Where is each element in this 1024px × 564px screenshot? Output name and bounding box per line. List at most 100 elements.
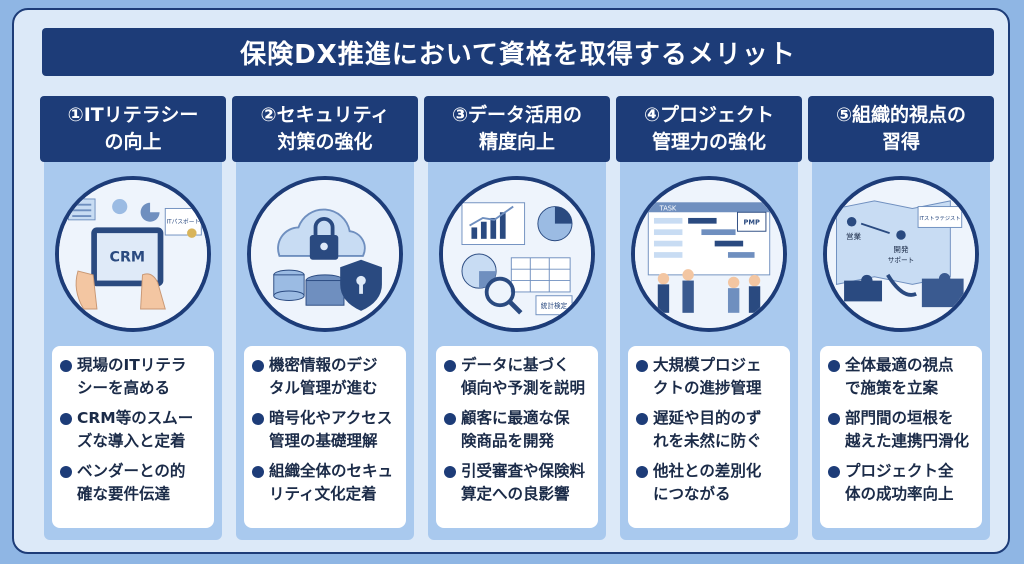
column-heading: ③データ活用の 精度向上 [424,96,610,162]
bullet-line: リティ文化定着 [269,485,377,503]
bullet-line: 他社との差別化 [653,462,762,480]
column-data-utilization: ③データ活用の 精度向上 統計検定 データに基づく傾向や予測を [424,96,610,540]
bullet-line: タル管理が進む [269,379,378,397]
column-heading: ④プロジェクト 管理力の強化 [616,96,802,162]
bullet-dot-icon [252,413,264,425]
heading-line: ①ITリテラシー [67,104,199,126]
bullet-dot-icon [636,466,648,478]
list-item: 部門間の垣根を越えた連携円滑化 [828,407,978,453]
column-it-literacy: ①ITリテラシー の向上 CRM ITパスポート 現場のITリテラシーを高める … [40,96,226,540]
bullet-line: プロジェクト全 [845,462,954,480]
heading-line: 対策の強化 [277,131,373,153]
list-item: 大規模プロジェクトの進捗管理 [636,354,786,400]
bullet-line: 大規模プロジェ [653,356,762,374]
screen-label: CRM [110,250,146,266]
bullet-dot-icon [636,413,648,425]
list-item: 引受審査や保険料算定への良影響 [444,460,594,506]
heading-line: 管理力の強化 [651,131,766,153]
board-label: TASK [659,204,677,212]
list-item: 現場のITリテラシーを高める [60,354,210,400]
bullet-line: 引受審査や保険料 [461,462,586,480]
bullet-line: 組織全体のセキュ [269,462,394,480]
bullet-line: ズな導入と定着 [77,432,186,450]
bullet-line: ベンダーとの的 [77,462,186,480]
bullet-list: 全体最適の視点で施策を立案 部門間の垣根を越えた連携円滑化 プロジェクト全体の成… [820,346,982,528]
heading-line: ③データ活用の [451,104,583,126]
bullet-list: 現場のITリテラシーを高める CRM等のスムーズな導入と定着 ベンダーとの的確な… [52,346,214,528]
column-heading: ⑤組織的視点の 習得 [808,96,994,162]
gantt-team-illustration: TASK PMP [631,176,787,332]
bullet-line: クトの進捗管理 [653,379,762,397]
cert-label: PMP [744,219,760,227]
bullet-line: 険商品を開発 [461,432,555,450]
heading-line: の向上 [104,131,162,153]
bullet-line: 確な要件伝達 [77,485,171,503]
bullet-line: シーを高める [77,379,171,397]
bullet-dot-icon [444,466,456,478]
dept-label: 営業 [846,231,862,241]
bullet-dot-icon [636,360,648,372]
dept-label: サポート [888,257,915,265]
bullet-line: 全体最適の視点 [845,356,954,374]
heading-line: 精度向上 [478,131,555,153]
page-title: 保険DX推進において資格を取得するメリット [42,28,994,76]
cert-label: ITパスポート [166,218,200,226]
bullet-line: 部門間の垣根を [845,409,954,427]
organization-puzzle-illustration: 営業 開発 サポート ITストラテジスト [823,176,979,332]
bullet-dot-icon [252,360,264,372]
heading-line: ②セキュリティ [260,104,390,126]
bullet-line: データに基づく [461,356,570,374]
dept-label: 開発 [893,245,909,254]
list-item: プロジェクト全体の成功率向上 [828,460,978,506]
bullet-line: CRM等のスムー [77,409,194,427]
bullet-dot-icon [828,413,840,425]
list-item: 他社との差別化につながる [636,460,786,506]
bullet-dot-icon [60,413,72,425]
list-item: CRM等のスムーズな導入と定着 [60,407,210,453]
column-organizational-view: ⑤組織的視点の 習得 営業 開発 サポート ITストラテジスト 全体最適の視点で… [808,96,994,540]
column-project-management: ④プロジェクト 管理力の強化 TASK PMP [616,96,802,540]
bullet-line: 傾向や予測を説明 [461,379,586,397]
bullet-dot-icon [60,466,72,478]
bullet-line: 現場のITリテラ [77,356,187,374]
bullet-dot-icon [252,466,264,478]
cert-label: ITストラテジスト [919,215,960,222]
cloud-lock-shield-illustration [247,176,403,332]
bullet-line: 算定への良影響 [461,485,570,503]
bullet-line: 遅延や目的のず [653,409,762,427]
heading-line: ⑤組織的視点の [835,104,967,126]
bullet-dot-icon [444,413,456,425]
list-item: 暗号化やアクセス管理の基礎理解 [252,407,402,453]
bullet-line: で施策を立案 [845,379,939,397]
crm-tablet-illustration: CRM ITパスポート [55,176,211,332]
list-item: 全体最適の視点で施策を立案 [828,354,978,400]
bullet-line: につながる [653,485,731,503]
bullet-line: 暗号化やアクセス [269,409,393,427]
bullet-line: れを未然に防ぐ [653,432,762,450]
list-item: データに基づく傾向や予測を説明 [444,354,594,400]
bullet-list: 大規模プロジェクトの進捗管理 遅延や目的のずれを未然に防ぐ 他社との差別化につな… [628,346,790,528]
bullet-line: 体の成功率向上 [845,485,954,503]
column-heading: ②セキュリティ 対策の強化 [232,96,418,162]
list-item: 機密情報のデジタル管理が進む [252,354,402,400]
bullet-dot-icon [60,360,72,372]
bullet-dot-icon [828,360,840,372]
data-analysis-illustration: 統計検定 [439,176,595,332]
bullet-line: 越えた連携円滑化 [845,432,970,450]
column-security: ②セキュリティ 対策の強化 機密情報のデジタル管理が進む 暗号化やアクセス管理の… [232,96,418,540]
list-item: ベンダーとの的確な要件伝達 [60,460,210,506]
cert-label: 統計検定 [541,301,568,310]
bullet-line: 機密情報のデジ [269,356,378,374]
bullet-line: 顧客に最適な保 [461,409,570,427]
bullet-list: 機密情報のデジタル管理が進む 暗号化やアクセス管理の基礎理解 組織全体のセキュリ… [244,346,406,528]
list-item: 遅延や目的のずれを未然に防ぐ [636,407,786,453]
list-item: 顧客に最適な保険商品を開発 [444,407,594,453]
column-heading: ①ITリテラシー の向上 [40,96,226,162]
bullet-list: データに基づく傾向や予測を説明 顧客に最適な保険商品を開発 引受審査や保険料算定… [436,346,598,528]
bullet-line: 管理の基礎理解 [269,432,378,450]
list-item: 組織全体のセキュリティ文化定着 [252,460,402,506]
heading-line: ④プロジェクト [643,104,775,126]
heading-line: 習得 [881,131,920,153]
bullet-dot-icon [828,466,840,478]
bullet-dot-icon [444,360,456,372]
